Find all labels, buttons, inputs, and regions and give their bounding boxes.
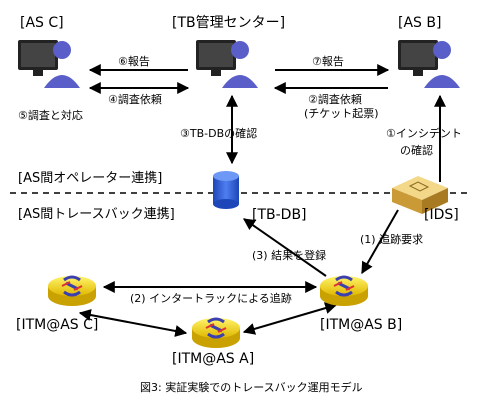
node-label-as-b: [AS B] bbox=[398, 15, 442, 31]
step1-label-line2: の確認 bbox=[400, 144, 433, 157]
arrow-trace-request bbox=[361, 209, 399, 275]
step3-label: ③TB-DBの確認 bbox=[180, 127, 258, 140]
arrow-register-result bbox=[243, 218, 327, 277]
figure-caption: 図3: 実証実験でのトレースバック運用モデル bbox=[140, 381, 363, 394]
node-label-as-c: [AS C] bbox=[20, 15, 64, 31]
node-label-itm-c: [ITM@AS C] bbox=[16, 317, 99, 333]
node-label-tb-center: [TB管理センター] bbox=[172, 15, 286, 31]
step5-label: ⑤調査と対応 bbox=[18, 109, 83, 122]
router-icon-as-c bbox=[48, 275, 96, 306]
operator-icon-as-c bbox=[18, 40, 80, 88]
inter-track-label: (2) インタートラックによる追跡 bbox=[130, 292, 292, 305]
router-icon-as-a bbox=[192, 317, 240, 348]
node-label-tb-db: [TB-DB] bbox=[252, 207, 307, 223]
section-operator: [AS間オペレーター連携] bbox=[18, 171, 163, 186]
node-label-itm-b: [ITM@AS B] bbox=[320, 317, 403, 333]
operator-icon-as-b bbox=[398, 40, 460, 88]
node-label-itm-a: [ITM@AS A] bbox=[172, 351, 255, 367]
step2-label-line1: ②調査依頼 bbox=[308, 93, 362, 106]
tb-db-icon bbox=[213, 171, 239, 209]
step7-label: ⑦報告 bbox=[312, 55, 344, 68]
operator-icon-tb-center bbox=[196, 40, 258, 88]
register-result-label: (3) 結果を登録 bbox=[252, 249, 327, 262]
step1-label-line1: ①インシデント bbox=[386, 127, 462, 140]
router-icon-as-b bbox=[320, 275, 368, 306]
trace-request-label: (1) 追跡要求 bbox=[360, 233, 424, 246]
step2-label-line2: (チケット起票) bbox=[304, 107, 379, 120]
step4-label: ④調査依頼 bbox=[108, 93, 162, 106]
section-traceback: [AS間トレースバック連携] bbox=[18, 207, 175, 222]
node-label-ids: [IDS] bbox=[424, 207, 459, 223]
arrow-b-to-a bbox=[242, 302, 338, 335]
arrow-c-to-a bbox=[78, 309, 188, 337]
ids-icon bbox=[392, 176, 448, 214]
step6-label: ⑥報告 bbox=[118, 55, 150, 68]
